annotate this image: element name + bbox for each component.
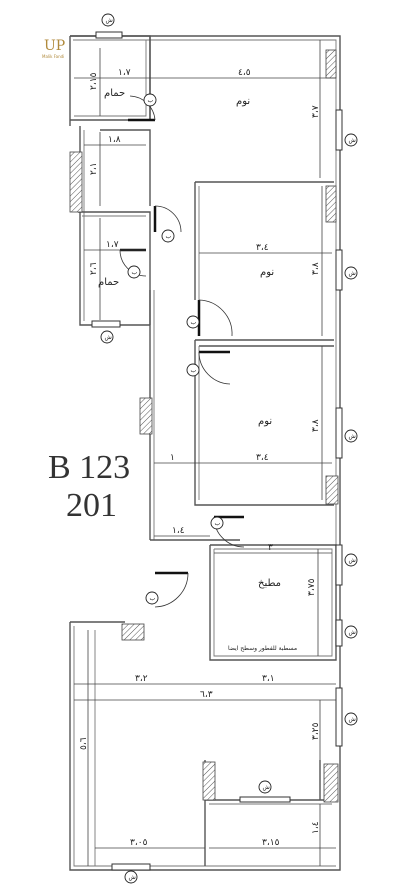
dim-bed1-height: ٣،٧ xyxy=(311,105,321,118)
window-tag: ش xyxy=(344,553,358,567)
brand-logo: UP Malik Fandi xyxy=(42,38,65,59)
dim-bed2-height: ٣،٨ xyxy=(311,262,321,275)
dim-bed1-width: ٤،٥ xyxy=(238,68,251,78)
column xyxy=(325,49,337,79)
dim-bath2-height: ٢،٦ xyxy=(89,262,99,275)
dim-passage-width: ١،٤ xyxy=(172,526,185,536)
window xyxy=(335,544,343,586)
window-tag: ش xyxy=(344,429,358,443)
logo-text: UP xyxy=(44,38,65,54)
dim-living-height: ٥،٦ xyxy=(79,737,89,750)
window xyxy=(335,619,343,647)
dim-living-left: ٣،٢ xyxy=(135,674,148,684)
dim-bath2-width: ١،٧ xyxy=(106,240,119,250)
dim-corridor: ١ xyxy=(170,453,175,463)
block-number: B 123 xyxy=(48,449,130,486)
dim-living-total: ٦،٣ xyxy=(200,690,213,700)
dim-living-right: ٣،١ xyxy=(262,674,275,684)
window xyxy=(335,407,343,459)
door-tag: ب xyxy=(186,315,200,329)
svg-text:ب: ب xyxy=(148,97,154,104)
svg-text:ش: ش xyxy=(349,629,356,636)
svg-text:ش: ش xyxy=(105,334,112,341)
room-bedroom-1: نوم xyxy=(236,96,250,107)
dim-kitchen-height: ٣،٧٥ xyxy=(307,578,317,596)
door-tag: ب xyxy=(145,591,159,605)
unit-label: B 123 201 xyxy=(48,449,130,524)
dim-hall-height: ٢،١ xyxy=(89,162,99,175)
room-kitchen: مطبخ xyxy=(258,578,281,589)
svg-text:ش: ش xyxy=(349,137,356,144)
dim-bath1-height: ٢،١٥ xyxy=(89,72,99,90)
dimension-labels: ١،٧ ٢،١٥ ٤،٥ ٣،٧ ١،٨ ٢،١ ١،٧ ٢،٦ ٣،٤ ٣،٨… xyxy=(79,68,321,848)
logo-subtitle: Malik Fandi xyxy=(42,54,64,59)
column xyxy=(325,475,339,505)
windows xyxy=(91,31,343,871)
window-tag: ش xyxy=(344,625,358,639)
window xyxy=(111,863,151,871)
svg-text:ش: ش xyxy=(129,874,136,881)
dim-bed3-height: ٣،٨ xyxy=(311,419,321,432)
window xyxy=(335,249,343,291)
svg-text:ش: ش xyxy=(106,17,113,24)
window-tag: ش xyxy=(258,780,272,794)
door-tag: ب xyxy=(143,93,157,107)
column xyxy=(323,763,339,803)
svg-text:ش: ش xyxy=(349,433,356,440)
window xyxy=(91,320,121,328)
room-bedroom-3: نوم xyxy=(258,416,272,427)
window-tag: ش xyxy=(344,133,358,147)
dim-bed2-width: ٣،٤ xyxy=(256,243,269,253)
column xyxy=(69,151,83,213)
dim-bed3-width: ٣،٤ xyxy=(256,453,269,463)
column xyxy=(202,761,216,801)
window xyxy=(335,109,343,151)
door-tag: ب xyxy=(127,265,141,279)
dim-bottom-height: ١،٤ xyxy=(311,821,321,834)
window xyxy=(239,796,291,803)
dim-hall-width: ١،٨ xyxy=(108,135,121,145)
svg-text:ب: ب xyxy=(191,319,197,326)
door-tag: ب xyxy=(210,516,224,530)
window-tag: ش xyxy=(101,13,115,27)
kitchen-note: مسطبة للفطور وسطح ايضا xyxy=(228,645,297,652)
dim-bottom-left: ٣،٠٥ xyxy=(130,838,148,848)
room-bedroom-2: نوم xyxy=(260,267,274,278)
dim-living-height-2: ٣،٢٥ xyxy=(311,722,321,740)
svg-text:ش: ش xyxy=(349,270,356,277)
svg-text:ب: ب xyxy=(132,269,138,276)
window xyxy=(95,31,123,39)
svg-text:ب: ب xyxy=(166,233,172,240)
svg-text:ش: ش xyxy=(263,784,270,791)
window-tag: ش xyxy=(124,870,138,884)
svg-text:ش: ش xyxy=(349,716,356,723)
door-tag: ب xyxy=(161,229,175,243)
window xyxy=(335,687,343,747)
dim-bottom-right: ٣،١٥ xyxy=(262,838,280,848)
columns xyxy=(69,49,339,803)
window-tag: ش xyxy=(344,266,358,280)
svg-text:ش: ش xyxy=(349,557,356,564)
column xyxy=(325,185,337,223)
column xyxy=(121,623,145,641)
unit-number: 201 xyxy=(66,487,117,524)
dimension-lines xyxy=(74,40,336,866)
column xyxy=(139,397,153,435)
dim-kitchen-width: ٣ xyxy=(268,543,273,553)
svg-text:ب: ب xyxy=(191,367,197,374)
window-tag: ش xyxy=(100,330,114,344)
tag-bubbles: ش ش ش ش ش ش ش ش ش ش ب ب ب ب ب ب ب xyxy=(100,13,358,884)
svg-text:ب: ب xyxy=(150,595,156,602)
dim-bath1-width: ١،٧ xyxy=(118,68,131,78)
room-labels: حمام نوم حمام نوم نوم مطبخ مسطبة للفطور … xyxy=(98,88,297,652)
door-tag: ب xyxy=(186,363,200,377)
window-tag: ش xyxy=(344,712,358,726)
svg-text:ب: ب xyxy=(215,520,221,527)
room-bath-1: حمام xyxy=(104,88,125,99)
room-bath-2: حمام xyxy=(98,277,119,288)
